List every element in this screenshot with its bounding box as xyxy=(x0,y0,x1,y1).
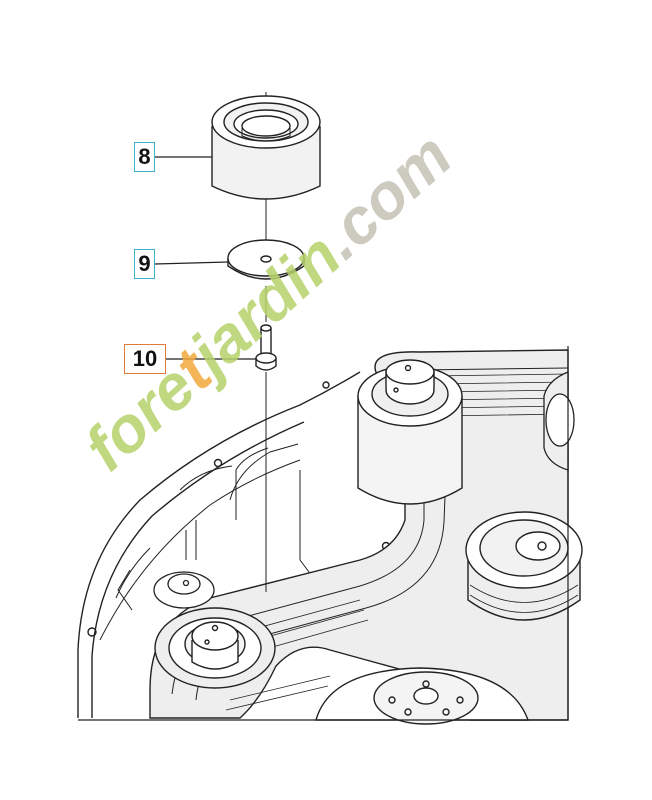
bottom-center-pulley xyxy=(315,667,529,725)
leader-lines xyxy=(154,156,256,360)
callout-part-8: 8 xyxy=(134,142,155,172)
callout-part-9: 9 xyxy=(134,249,155,279)
part-10-bolt xyxy=(255,324,277,371)
part-8-pulley-bearing xyxy=(211,95,321,200)
right-top-pulley xyxy=(543,371,575,471)
leader-line-9 xyxy=(154,261,229,265)
small-idler xyxy=(153,571,215,609)
callout-part-10: 10 xyxy=(124,344,166,374)
part-9-washer xyxy=(227,239,305,280)
upper-idler-pulley xyxy=(357,359,463,505)
right-pulley xyxy=(465,511,583,621)
lower-left-pulley xyxy=(154,607,276,689)
